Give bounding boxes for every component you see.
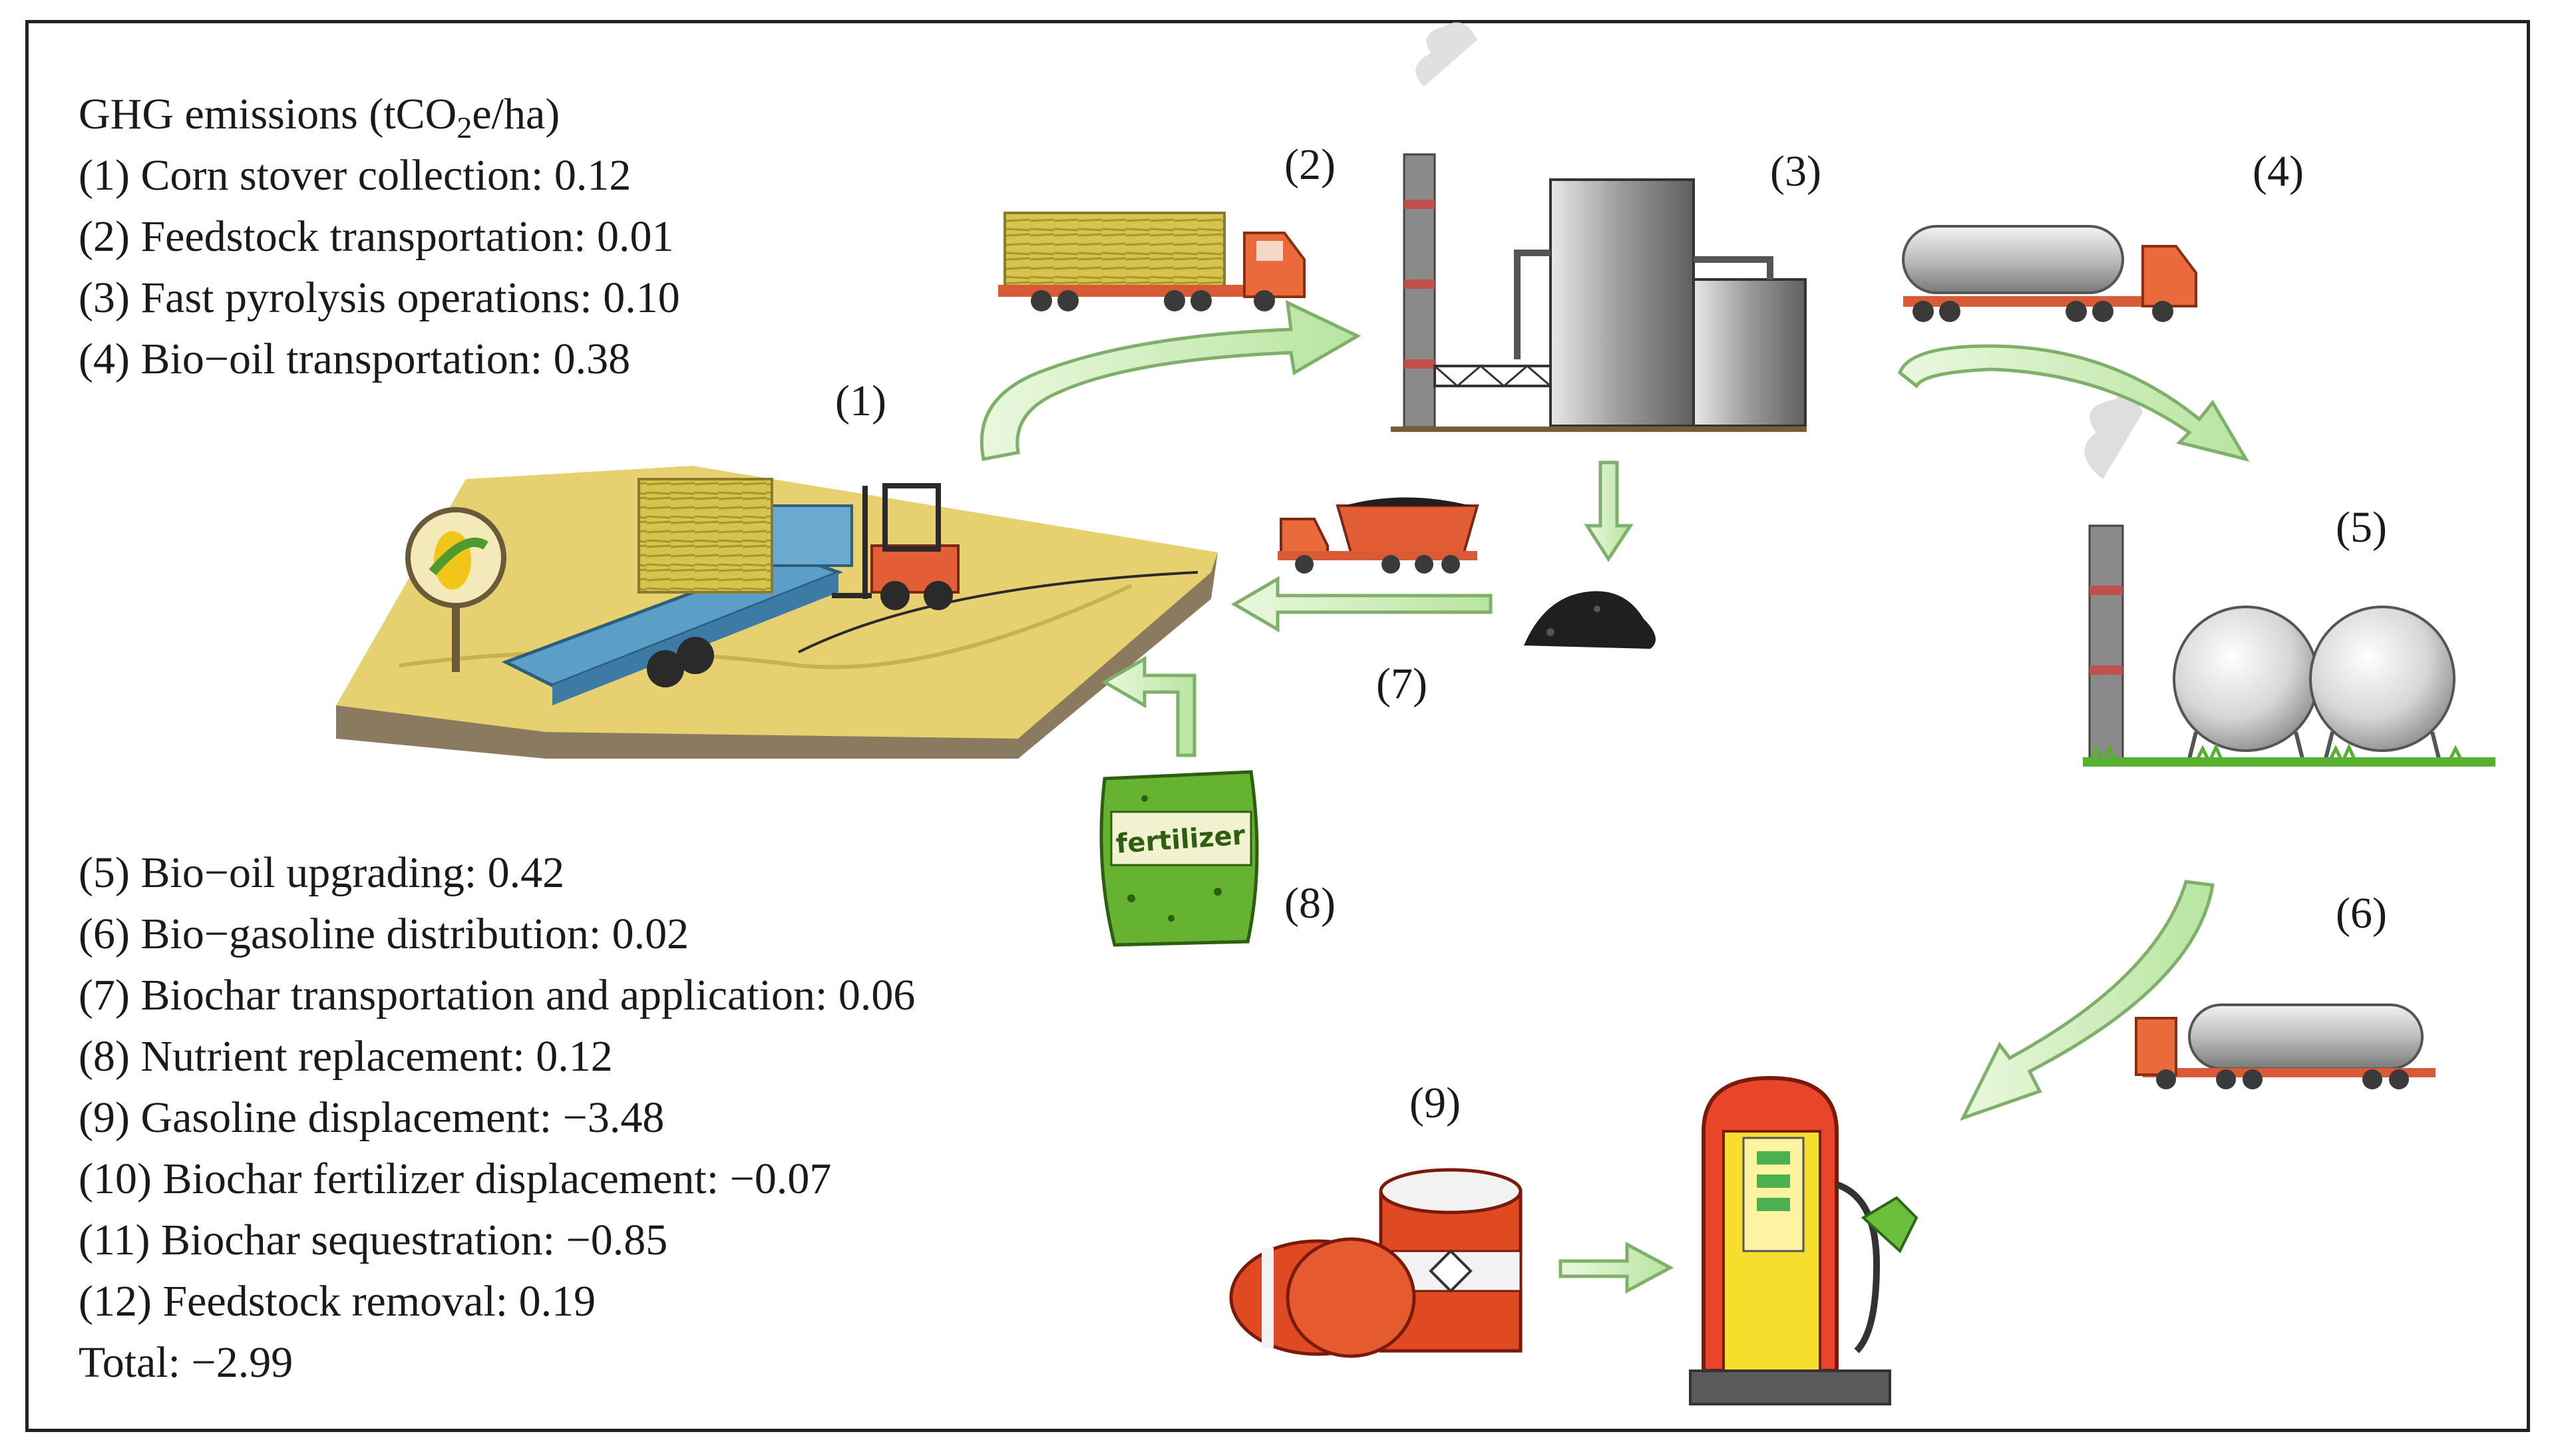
step-label-1: (1) [835, 377, 886, 425]
arrow-barrels-to-pump [1558, 1241, 1674, 1294]
upgrading-refinery [2083, 391, 2495, 767]
step-label-7: (7) [1376, 659, 1427, 708]
figure-frame [25, 20, 2530, 1432]
arrow-fertilizer-to-field [1101, 655, 1196, 757]
corn-stover-field [336, 466, 1218, 759]
biochar-pile [1524, 591, 1656, 649]
step-label-2: (2) [1284, 140, 1336, 189]
forklift [832, 483, 960, 610]
gas-pump [1689, 1075, 1918, 1405]
legend-item: (12) Feedstock removal: 0.19 [79, 1277, 596, 1326]
step-label-5: (5) [2336, 503, 2387, 552]
legend-item: (5) Bio−oil upgrading: 0.42 [79, 848, 565, 897]
legend-title: GHG emissions (tCO2e/ha) [79, 90, 560, 144]
pyrolysis-plant [1391, 22, 1807, 432]
step-label-3: (3) [1770, 147, 1821, 196]
step-label-6: (6) [2336, 889, 2387, 938]
legend-bottom: (5) Bio−oil upgrading: 0.42 (6) Bio−gaso… [79, 842, 915, 1393]
legend-item: (4) Bio−oil transportation: 0.38 [79, 335, 631, 383]
legend-item: (8) Nutrient replacement: 0.12 [79, 1032, 613, 1081]
arrow-field-to-plant [980, 299, 1362, 461]
legend-item: (3) Fast pyrolysis operations: 0.10 [79, 273, 680, 322]
arrow-biochar-to-field [1231, 576, 1493, 633]
legend-item: (9) Gasoline displacement: −3.48 [79, 1093, 665, 1142]
legend-item: (10) Biochar fertilizer displacement: −0… [79, 1155, 832, 1203]
biochar-truck [1278, 497, 1479, 574]
legend-item: (2) Feedstock transportation: 0.01 [79, 212, 674, 261]
legend-total: Total: −2.99 [79, 1338, 293, 1387]
flow-arrows [980, 299, 2250, 1294]
hay-truck [998, 212, 1306, 311]
legend-item: (11) Biochar sequestration: −0.85 [79, 1216, 668, 1264]
legend-item: (1) Corn stover collection: 0.12 [79, 151, 632, 200]
arrow-refinery-to-pump [1960, 880, 2215, 1121]
legend-item: (6) Bio−gasoline distribution: 0.02 [79, 910, 689, 958]
oil-barrels [1229, 1168, 1523, 1358]
step-label-9: (9) [1409, 1079, 1461, 1127]
arrow-tanker-to-refinery [1898, 344, 2250, 462]
legend-item: (7) Biochar transportation and applicati… [79, 971, 916, 1019]
corn-sign [405, 507, 506, 672]
gasoline-tanker-truck [2135, 1003, 2436, 1089]
arrow-plant-to-biochar [1584, 460, 1634, 562]
fertilizer-bag [1099, 770, 1259, 947]
legend-top: GHG emissions (tCO2e/ha) (1) Corn stover… [79, 84, 680, 390]
oil-tanker-truck [1902, 225, 2197, 322]
step-label-8: (8) [1284, 879, 1336, 928]
step-label-4: (4) [2253, 147, 2304, 196]
